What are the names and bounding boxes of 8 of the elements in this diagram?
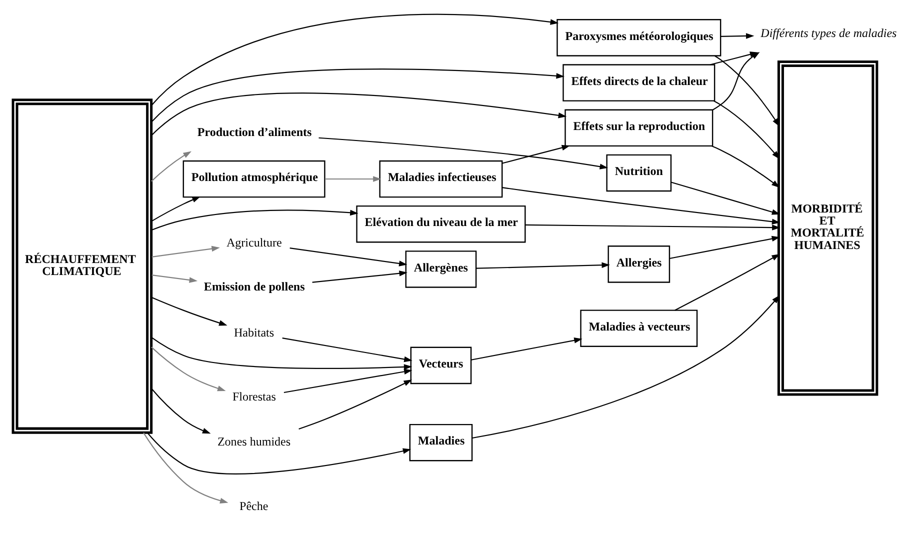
node-text: Pêche <box>239 498 268 512</box>
node-text: Agriculture <box>226 234 282 249</box>
node-text: Production d’aliments <box>196 124 312 139</box>
node-text: Habitats <box>234 324 274 339</box>
node-text: Emission de pollens <box>203 278 304 293</box>
node-text: Zones humides <box>216 434 290 448</box>
node-text: Différents types de maladies <box>760 25 896 40</box>
node-text: Florestas <box>232 389 276 404</box>
